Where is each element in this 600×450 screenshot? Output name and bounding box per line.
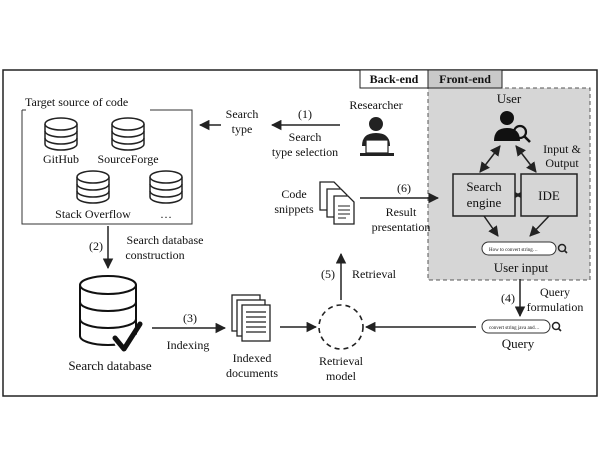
input-output-label-2: Output bbox=[545, 156, 579, 170]
search-type-selection-1: Search bbox=[289, 130, 322, 144]
code-snippets-icon bbox=[319, 181, 355, 225]
query-bar-magnifier-icon bbox=[551, 321, 562, 332]
search-type-selection-2: type selection bbox=[272, 145, 338, 159]
github-db-icon bbox=[44, 117, 78, 151]
researcher-icon bbox=[360, 117, 394, 156]
frontend-header-box bbox=[427, 69, 503, 89]
retrieval-model-label-2: model bbox=[326, 369, 357, 383]
input-output-label-1: Input & bbox=[543, 142, 581, 156]
retrieval-model-label-1: Retrieval bbox=[319, 354, 364, 368]
outer-frame bbox=[2, 69, 598, 397]
sourceforge-label: SourceForge bbox=[97, 152, 158, 166]
arrow-ide-to-bar bbox=[529, 215, 550, 237]
retrieval-model-circle bbox=[318, 304, 364, 350]
arrow-user-ide bbox=[515, 145, 537, 173]
step1-label: (1) bbox=[298, 107, 312, 121]
search-type-label-1: Search bbox=[226, 107, 259, 121]
retrieval-label: Retrieval bbox=[352, 267, 397, 281]
step6-label: (6) bbox=[397, 181, 411, 195]
user-search-icon bbox=[494, 111, 531, 143]
search-engine-label-1: Search bbox=[466, 179, 502, 194]
arrow-user-engine bbox=[479, 145, 501, 173]
step3-label: (3) bbox=[183, 311, 197, 325]
search-db-construction-2: construction bbox=[125, 248, 184, 262]
checkmark-icon bbox=[112, 321, 143, 352]
search-engine-label-2: engine bbox=[467, 195, 502, 210]
indexed-documents-label-2: documents bbox=[226, 366, 278, 380]
search-db-construction-1: Search database bbox=[127, 233, 204, 247]
more-db-icon bbox=[149, 170, 183, 204]
search-bar-text: How to convert string… bbox=[489, 248, 538, 253]
code-snippets-label-2: snippets bbox=[274, 202, 314, 216]
search-bar-magnifier-icon bbox=[557, 243, 568, 254]
researcher-label: Researcher bbox=[349, 98, 402, 112]
more-label: … bbox=[160, 207, 172, 221]
result-presentation-1: Result bbox=[386, 205, 417, 219]
stackoverflow-db-icon bbox=[76, 170, 110, 204]
stackoverflow-label: Stack Overflow bbox=[55, 207, 131, 221]
query-bar-text: convert string java and… bbox=[489, 326, 540, 331]
step5-label: (5) bbox=[321, 267, 335, 281]
backend-header: Back-end bbox=[370, 72, 419, 86]
indexed-documents-label-1: Indexed bbox=[233, 351, 272, 365]
query-bar: convert string java and… bbox=[481, 319, 551, 334]
search-database-label: Search database bbox=[68, 358, 152, 373]
arrow-engine-to-bar bbox=[483, 215, 499, 237]
step4-label: (4) bbox=[501, 291, 515, 305]
source-box-title: Target source of code bbox=[25, 95, 128, 109]
ide-label: IDE bbox=[538, 188, 560, 203]
sourceforge-db-icon bbox=[111, 117, 145, 151]
indexing-label: Indexing bbox=[167, 338, 210, 352]
source-box-border bbox=[21, 109, 193, 225]
search-bar: How to convert string… bbox=[481, 241, 557, 256]
ide-box bbox=[520, 173, 578, 217]
search-type-label-2: type bbox=[232, 122, 253, 136]
query-formulation-1: Query bbox=[540, 285, 570, 299]
step2-label: (2) bbox=[89, 239, 103, 253]
code-snippets-label-1: Code bbox=[281, 187, 306, 201]
query-formulation-2: formulation bbox=[527, 300, 584, 314]
search-engine-box bbox=[452, 173, 516, 217]
frontend-header: Front-end bbox=[439, 72, 491, 86]
github-label: GitHub bbox=[43, 152, 79, 166]
result-presentation-2: presentation bbox=[372, 220, 431, 234]
indexed-documents-icon bbox=[231, 294, 271, 342]
user-label: User bbox=[497, 91, 522, 106]
query-label: Query bbox=[502, 336, 535, 351]
user-input-label: User input bbox=[494, 260, 549, 275]
